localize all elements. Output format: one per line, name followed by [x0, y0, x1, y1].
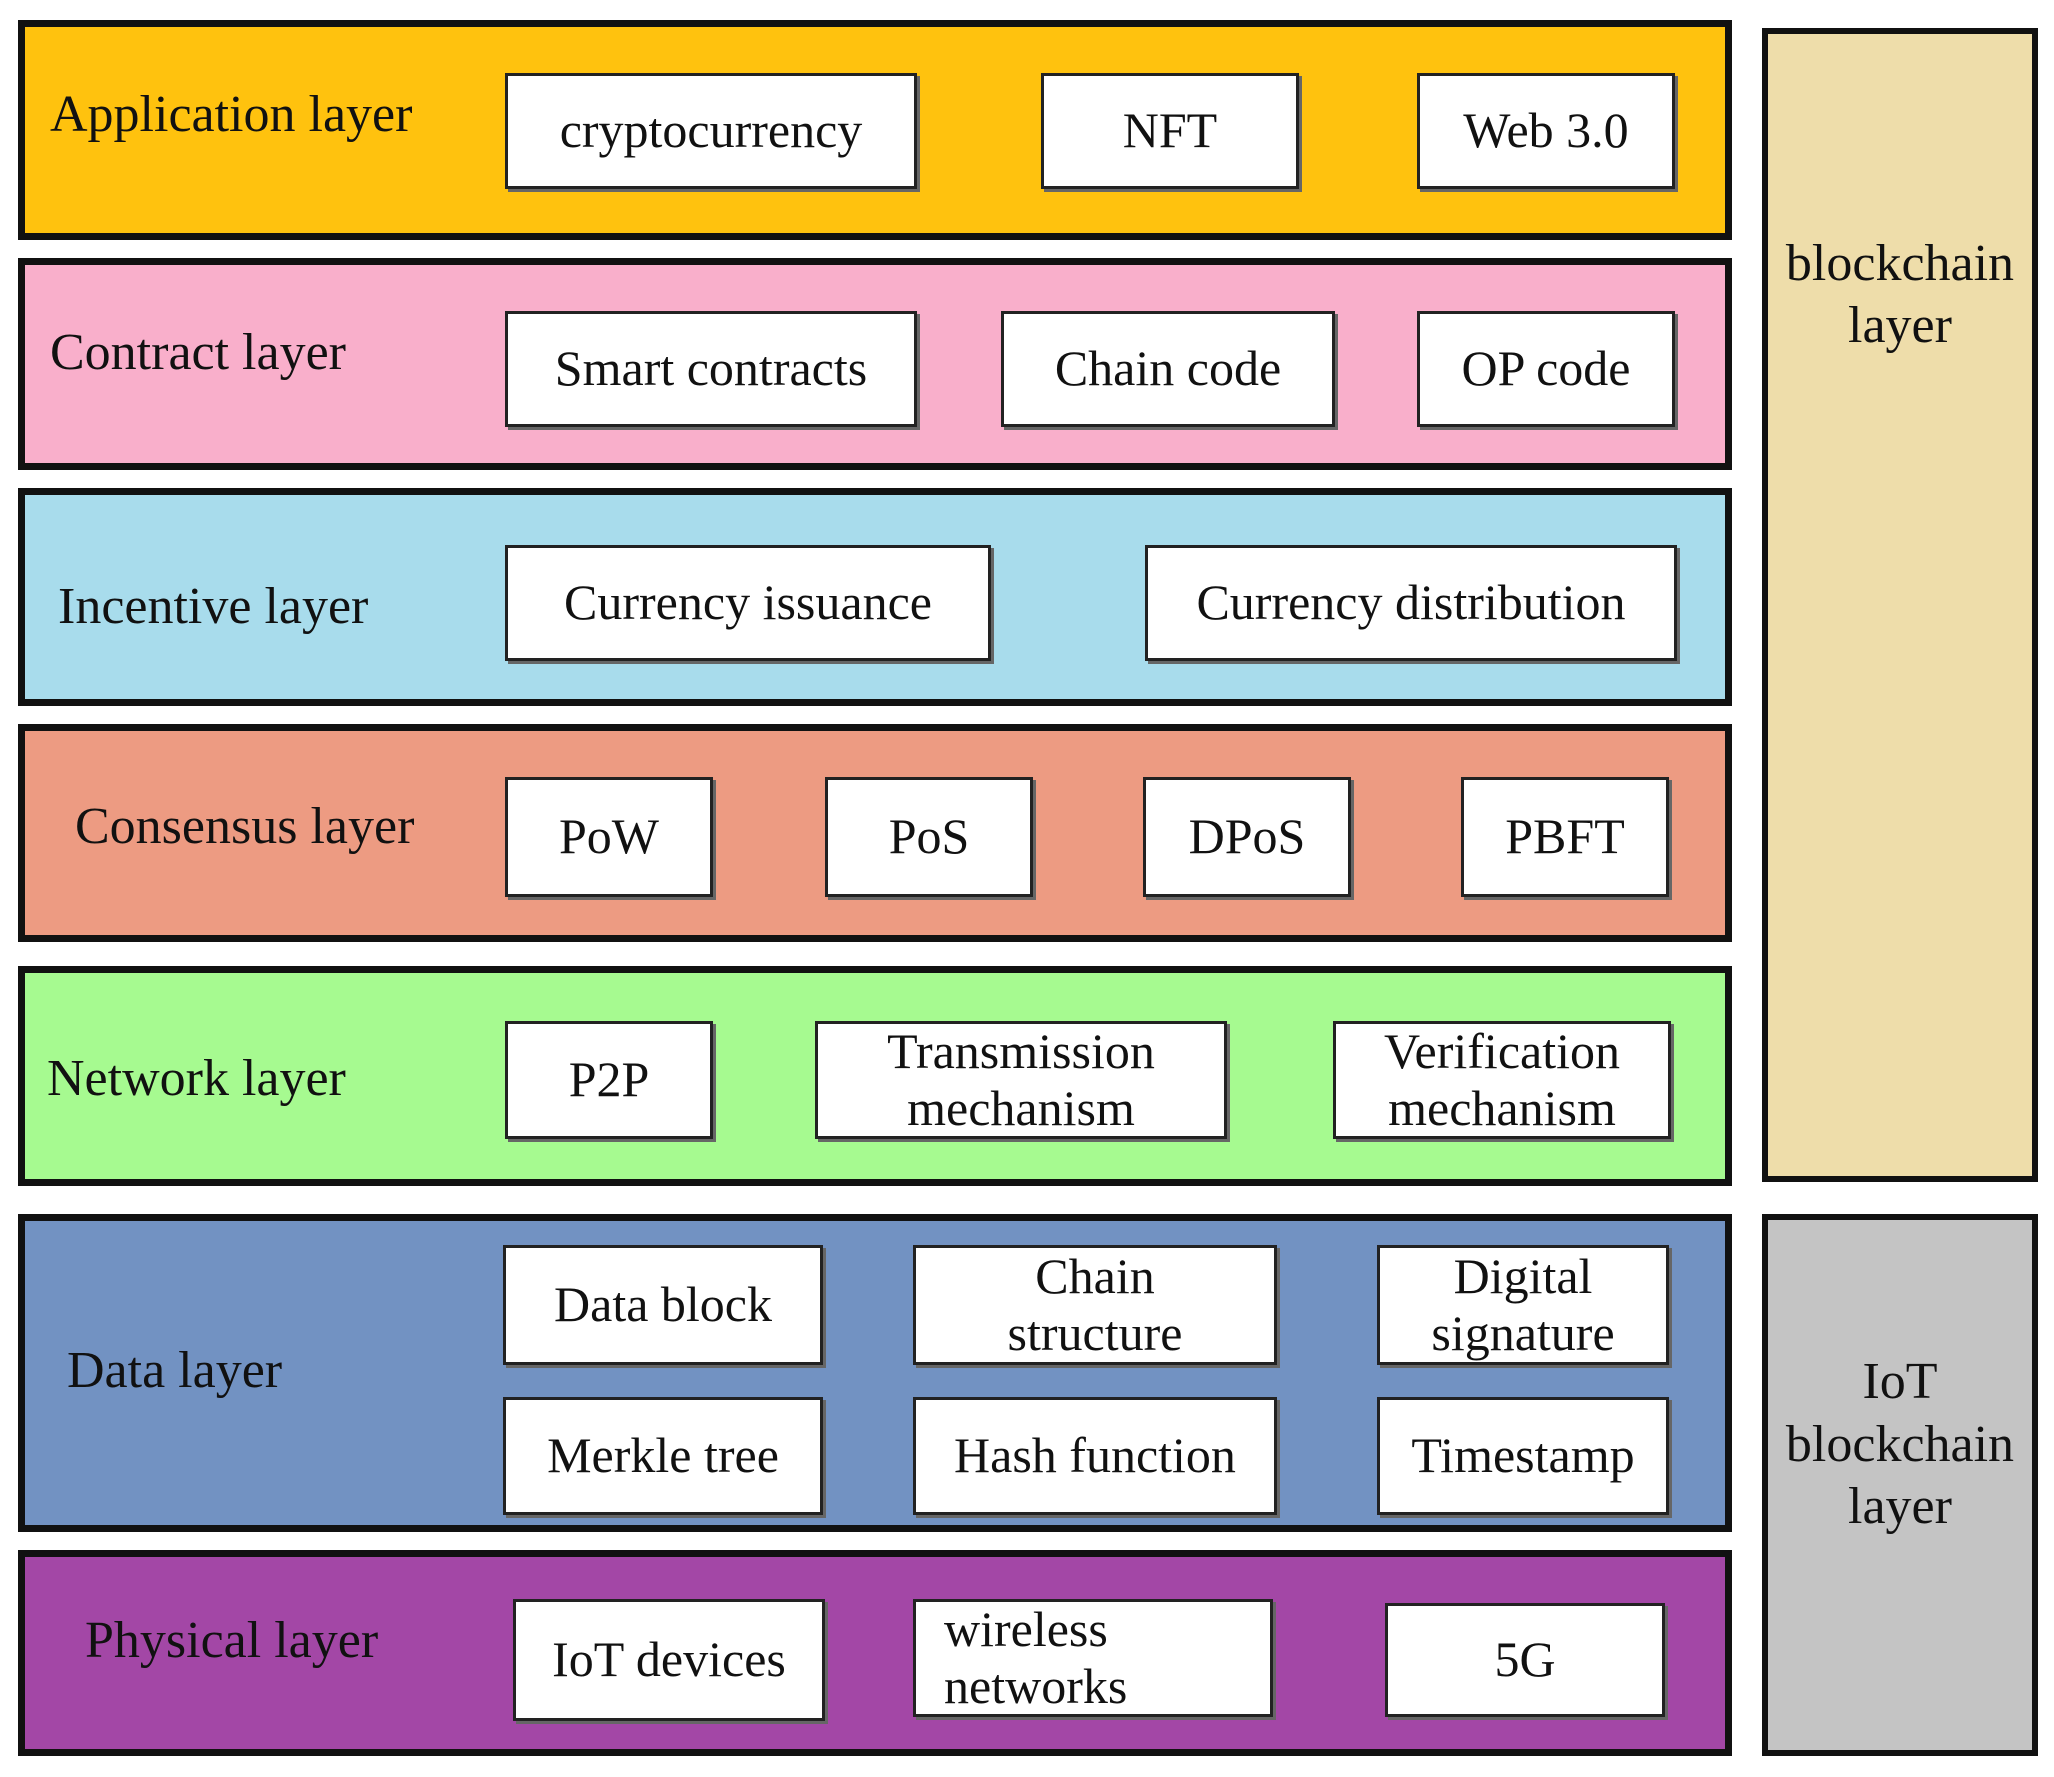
item-box: Merkle tree: [503, 1397, 823, 1515]
layer-label: Contract layer: [50, 324, 346, 381]
item-box: NFT: [1041, 73, 1299, 189]
item-box: Currency distribution: [1145, 545, 1677, 661]
item-box: PoS: [825, 777, 1033, 897]
item-box: P2P: [505, 1021, 713, 1139]
blockchain-layer-group: blockchain layer: [1762, 28, 2038, 1182]
item-box: Chain structure: [913, 1245, 1277, 1365]
item-box: Data block: [503, 1245, 823, 1365]
item-box: PBFT: [1461, 777, 1669, 897]
layer-label: Incentive layer: [58, 578, 369, 635]
item-box: PoW: [505, 777, 713, 897]
layer-label: Network layer: [47, 1050, 346, 1107]
item-box: OP code: [1417, 311, 1675, 427]
layer-label: Consensus layer: [75, 798, 415, 855]
item-box: Digital signature: [1377, 1245, 1669, 1365]
contract-layer: Contract layer Smart contracts Chain cod…: [18, 258, 1732, 470]
data-layer: Data layer Data block Chain structure Di…: [18, 1214, 1732, 1532]
item-box: 5G: [1385, 1603, 1665, 1717]
iot-blockchain-layer-group: IoT blockchain layer: [1762, 1214, 2038, 1756]
network-layer: Network layer P2P Transmission mechanism…: [18, 966, 1732, 1186]
item-box: Currency issuance: [505, 545, 991, 661]
item-box: IoT devices: [513, 1599, 825, 1721]
item-box: Verification mechanism: [1333, 1021, 1671, 1139]
incentive-layer: Incentive layer Currency issuance Curren…: [18, 488, 1732, 706]
layer-label: Data layer: [67, 1342, 283, 1399]
physical-layer: Physical layer IoT devices wireless netw…: [18, 1550, 1732, 1756]
layer-label: Application layer: [50, 86, 413, 143]
item-box: wireless networks: [913, 1599, 1273, 1717]
item-box: cryptocurrency: [505, 73, 917, 189]
item-box: Transmission mechanism: [815, 1021, 1227, 1139]
item-box: Chain code: [1001, 311, 1335, 427]
item-box: Smart contracts: [505, 311, 917, 427]
item-box: Hash function: [913, 1397, 1277, 1515]
layer-label: Physical layer: [85, 1612, 379, 1669]
item-box: DPoS: [1143, 777, 1351, 897]
item-box: Timestamp: [1377, 1397, 1669, 1515]
consensus-layer: Consensus layer PoW PoS DPoS PBFT: [18, 724, 1732, 942]
application-layer: Application layer cryptocurrency NFT Web…: [18, 20, 1732, 240]
item-box: Web 3.0: [1417, 73, 1675, 189]
